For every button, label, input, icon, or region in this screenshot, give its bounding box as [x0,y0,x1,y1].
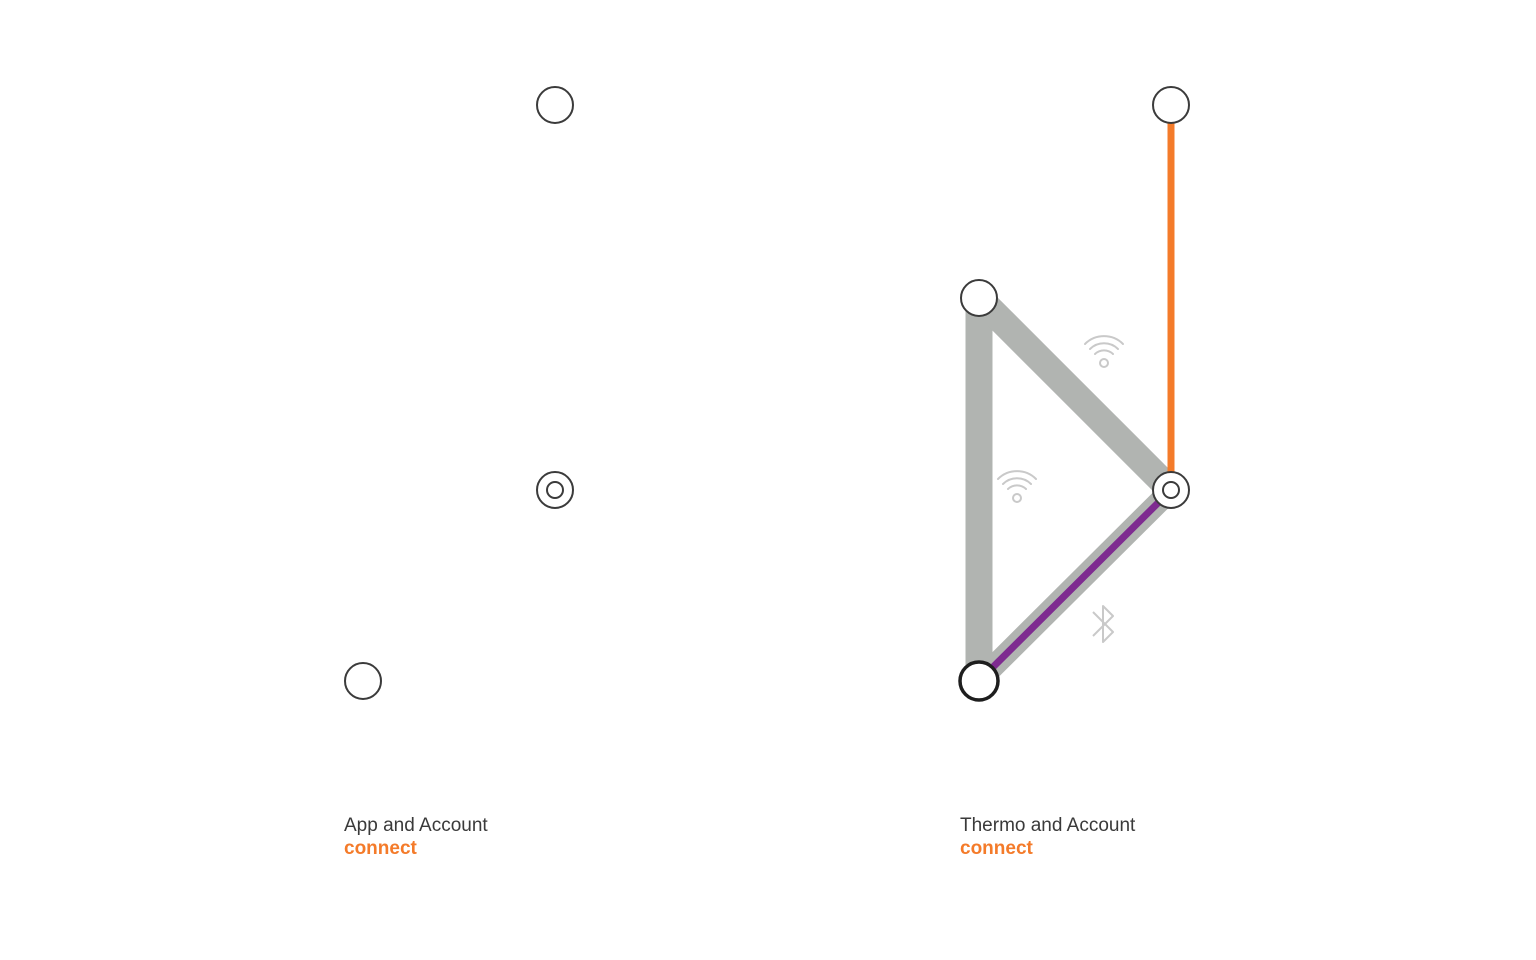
panel-title: Thermo and Account [960,815,1136,836]
wifi-icon [1084,335,1124,368]
inner-triangle [993,332,1150,646]
panel-title: App and Account [344,815,488,836]
bottom-node [958,660,1000,702]
panel-thermo-account-graph [958,86,1190,702]
top-node [536,86,574,124]
wifi-icon [997,470,1037,503]
bottom-node [344,662,382,700]
center-ring-node [1152,471,1190,509]
panel-action: connect [960,838,1033,859]
panel-app-account-graph [344,86,574,700]
link-bottom-to-center-purple [976,487,1174,684]
bluetooth-icon [1092,605,1114,643]
link-left-to-center [969,288,1181,500]
panel-action: connect [344,838,417,859]
caption-thermo-account: Thermo and Account connect [960,814,1135,860]
caption-app-account: App and Account connect [344,814,488,860]
left-node [960,279,998,317]
top-node [1152,86,1190,124]
center-ring-node [536,471,574,509]
